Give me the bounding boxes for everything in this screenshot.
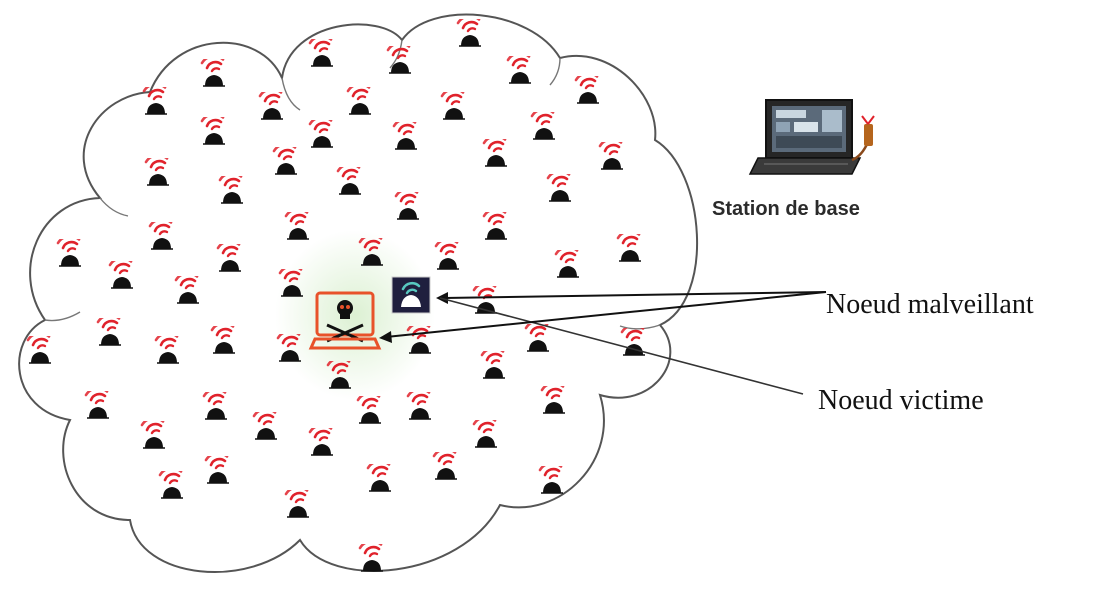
victim-node-icon: [391, 276, 431, 314]
annotation-arrows: [379, 291, 827, 395]
base-station-label: Station de base: [712, 198, 860, 220]
base-station-laptop-icon: [748, 99, 875, 175]
victim-node-label: Noeud victime: [818, 385, 984, 416]
malicious-node-label: Noeud malveillant: [826, 289, 1034, 320]
malicious-node-icon: [308, 291, 382, 350]
malicious-area-glow: [275, 230, 435, 400]
